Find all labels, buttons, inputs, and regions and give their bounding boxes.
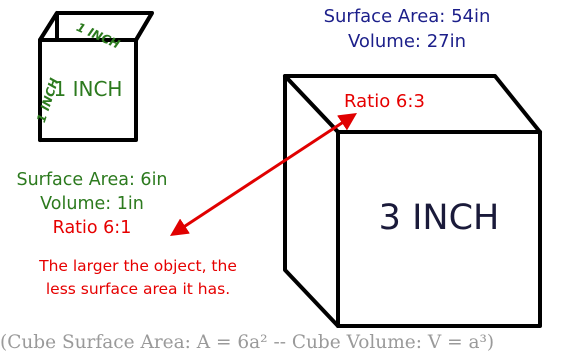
large-cube-front-label: 3 INCH (378, 198, 500, 238)
small-cube-ratio: Ratio 6:1 (52, 218, 132, 238)
note-line-1: The larger the object, the (39, 257, 237, 275)
large-cube-volume: Volume: 27in (347, 31, 467, 52)
large-cube-surface-area: Surface Area: 54in (323, 6, 491, 27)
small-cube-surface-area: Surface Area: 6in (16, 170, 168, 190)
formula-caption: (Cube Surface Area: A = 6a² -- Cube Volu… (0, 332, 495, 353)
small-cube-volume: Volume: 1in (40, 194, 144, 214)
small-cube-front-label: 1 INCH (53, 77, 123, 101)
small-cube-front-face (38, 38, 138, 142)
note-line-2: less surface area it has. (45, 280, 231, 298)
large-cube-ratio: Ratio 6:3 (344, 91, 425, 112)
small-cube-right-top-edge (134, 11, 154, 42)
ratio-comparison-arrow (169, 113, 358, 236)
large-cube-front-face (336, 130, 542, 328)
small-cube (38, 11, 154, 142)
